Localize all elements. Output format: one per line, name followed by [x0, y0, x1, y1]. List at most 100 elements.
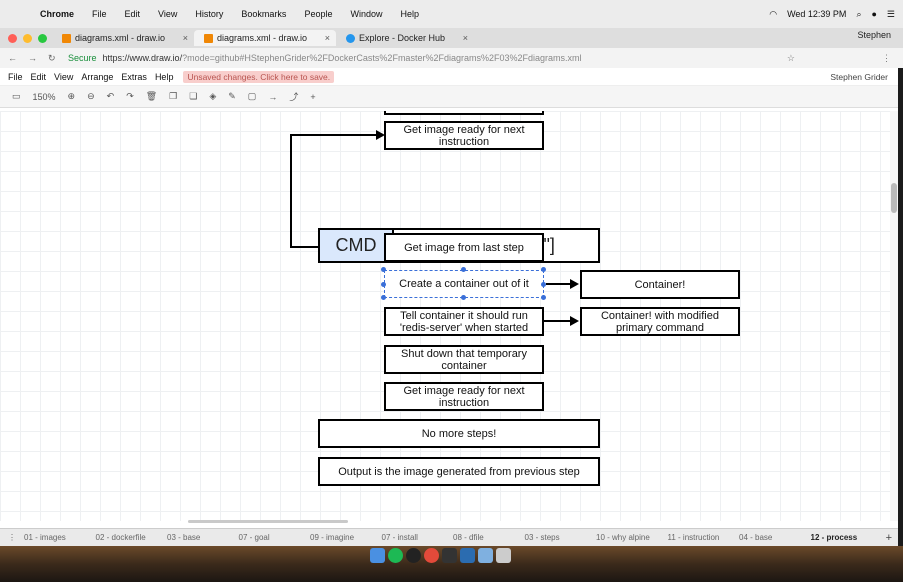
browser-tab-3[interactable]: Explore - Docker Hub ×: [336, 30, 474, 46]
browser-tab-2[interactable]: diagrams.xml - draw.io ×: [194, 30, 336, 46]
drawio-menu-help[interactable]: Help: [154, 71, 174, 82]
box-tell-container[interactable]: Tell container it should run 'redis-serv…: [384, 307, 544, 336]
chrome-icon[interactable]: [424, 548, 439, 563]
to-front-icon[interactable]: ❐: [169, 91, 178, 101]
zoom-level[interactable]: 150%: [32, 91, 56, 102]
selection-handle[interactable]: [381, 282, 386, 287]
diagram-canvas[interactable]: Get image ready for next instruction CMD…: [0, 111, 890, 521]
page-tab[interactable]: 11 - instruction: [667, 533, 720, 542]
close-window-icon[interactable]: [8, 34, 17, 43]
menu-window[interactable]: Window: [350, 9, 383, 19]
close-tab-icon[interactable]: ×: [462, 33, 468, 43]
back-icon[interactable]: ←: [8, 53, 17, 63]
box-get-image-last-step[interactable]: Get image from last step: [384, 233, 544, 262]
shadow-icon[interactable]: ▢: [247, 91, 257, 101]
box-container[interactable]: Container!: [580, 270, 740, 299]
profile-name[interactable]: Stephen: [857, 30, 891, 40]
vertical-scrollbar[interactable]: [890, 111, 898, 521]
box-output[interactable]: Output is the image generated from previ…: [318, 457, 600, 486]
list-icon[interactable]: ☰: [886, 8, 895, 19]
menu-app-name[interactable]: Chrome: [40, 9, 75, 19]
drawio-user[interactable]: Stephen Grider: [830, 72, 888, 82]
chrome-menu-icon[interactable]: ⋮: [882, 52, 891, 63]
delete-icon[interactable]: 🗑: [145, 91, 158, 101]
browser-tab-1[interactable]: diagrams.xml - draw.io ×: [52, 30, 194, 46]
page-tab[interactable]: 10 - why alpine: [596, 533, 650, 542]
menu-history[interactable]: History: [195, 9, 224, 19]
page-tab-active[interactable]: 12 - process: [810, 533, 858, 542]
vscode-icon[interactable]: [460, 548, 475, 563]
add-page-icon[interactable]: +: [885, 531, 892, 544]
drawio-menu-arrange[interactable]: Arrange: [81, 71, 114, 82]
menu-file[interactable]: File: [92, 9, 107, 19]
drawio-menu-extras[interactable]: Extras: [121, 71, 147, 82]
user-avatar-icon[interactable]: ●: [871, 9, 877, 19]
menu-bookmarks[interactable]: Bookmarks: [241, 9, 287, 19]
selection-handle[interactable]: [541, 282, 546, 287]
redo-icon[interactable]: ↷: [126, 91, 134, 101]
page-tab[interactable]: 02 - dockerfile: [95, 533, 146, 542]
selection-handle[interactable]: [541, 295, 546, 300]
drawio-menu-view[interactable]: View: [54, 71, 74, 82]
connection-icon[interactable]: →: [268, 91, 278, 102]
search-icon[interactable]: ⌕: [856, 8, 862, 19]
bookmark-star-icon[interactable]: ☆: [786, 52, 795, 63]
menu-help[interactable]: Help: [400, 9, 419, 19]
selection-handle[interactable]: [381, 295, 386, 300]
menu-view[interactable]: View: [158, 9, 178, 19]
box-container-modified[interactable]: Container! with modified primary command: [580, 307, 740, 336]
diagram-box-partial[interactable]: [384, 111, 544, 115]
obs-icon[interactable]: [406, 548, 421, 563]
box-get-image-ready-1[interactable]: Get image ready for next instruction: [384, 121, 544, 150]
horizontal-scrollbar[interactable]: [188, 520, 348, 523]
url-field[interactable]: https://www.draw.io/?mode=github#HStephe…: [103, 53, 582, 63]
cmd-label-box[interactable]: CMD: [318, 228, 394, 263]
selection-handle[interactable]: [461, 295, 466, 300]
fill-color-icon[interactable]: ◈: [209, 91, 217, 101]
page-tab[interactable]: 09 - imagine: [310, 533, 355, 542]
secure-lock-label[interactable]: Secure: [68, 53, 97, 63]
finder-icon[interactable]: [370, 548, 385, 563]
undo-icon[interactable]: ↶: [106, 91, 115, 101]
maximize-window-icon[interactable]: [38, 34, 47, 43]
page-tab[interactable]: 03 - base: [167, 533, 201, 542]
folder-icon[interactable]: [478, 548, 493, 563]
insert-icon[interactable]: +: [310, 91, 316, 102]
minimize-window-icon[interactable]: [23, 34, 32, 43]
page-tab[interactable]: 07 - goal: [238, 533, 270, 542]
drawio-menu-file[interactable]: File: [8, 71, 23, 82]
page-tab[interactable]: 04 - base: [739, 533, 773, 542]
line-color-icon[interactable]: ✎: [228, 91, 236, 101]
menu-edit[interactable]: Edit: [124, 9, 141, 19]
page-tab[interactable]: 08 - dfile: [453, 533, 484, 542]
pages-menu-icon[interactable]: ⋮: [8, 533, 16, 542]
box-get-image-ready-2[interactable]: Get image ready for next instruction: [384, 382, 544, 411]
clock[interactable]: Wed 12:39 PM: [787, 9, 847, 19]
selection-handle[interactable]: [461, 267, 466, 272]
waypoints-icon[interactable]: ⤴: [289, 92, 299, 102]
page-tab[interactable]: 07 - install: [381, 533, 418, 542]
trash-icon[interactable]: [496, 548, 511, 563]
box-no-more-steps[interactable]: No more steps!: [318, 419, 600, 448]
menu-people[interactable]: People: [304, 9, 333, 19]
zoom-in-icon[interactable]: ⊕: [67, 91, 76, 101]
forward-icon[interactable]: →: [28, 53, 37, 63]
scroll-thumb[interactable]: [891, 183, 897, 213]
zoom-out-icon[interactable]: ⊖: [87, 91, 95, 101]
close-tab-icon[interactable]: ×: [324, 33, 330, 43]
selection-handle[interactable]: [381, 267, 386, 272]
close-tab-icon[interactable]: ×: [182, 33, 188, 43]
terminal-icon[interactable]: [442, 548, 457, 563]
to-back-icon[interactable]: ❏: [189, 91, 198, 101]
box-shutdown[interactable]: Shut down that temporary container: [384, 345, 544, 374]
selection-handle[interactable]: [541, 267, 546, 272]
page-tab[interactable]: 03 - steps: [524, 533, 560, 542]
wifi-icon[interactable]: ◠: [769, 8, 778, 19]
page-tab[interactable]: 01 - images: [24, 533, 66, 542]
reload-icon[interactable]: ↻: [48, 52, 56, 63]
format-panel-icon[interactable]: ▭: [12, 91, 21, 101]
unsaved-changes-banner[interactable]: Unsaved changes. Click here to save.: [183, 70, 335, 83]
spotify-icon[interactable]: [388, 548, 403, 563]
drawio-menu-edit[interactable]: Edit: [30, 71, 47, 82]
box-create-container[interactable]: Create a container out of it: [384, 270, 544, 298]
